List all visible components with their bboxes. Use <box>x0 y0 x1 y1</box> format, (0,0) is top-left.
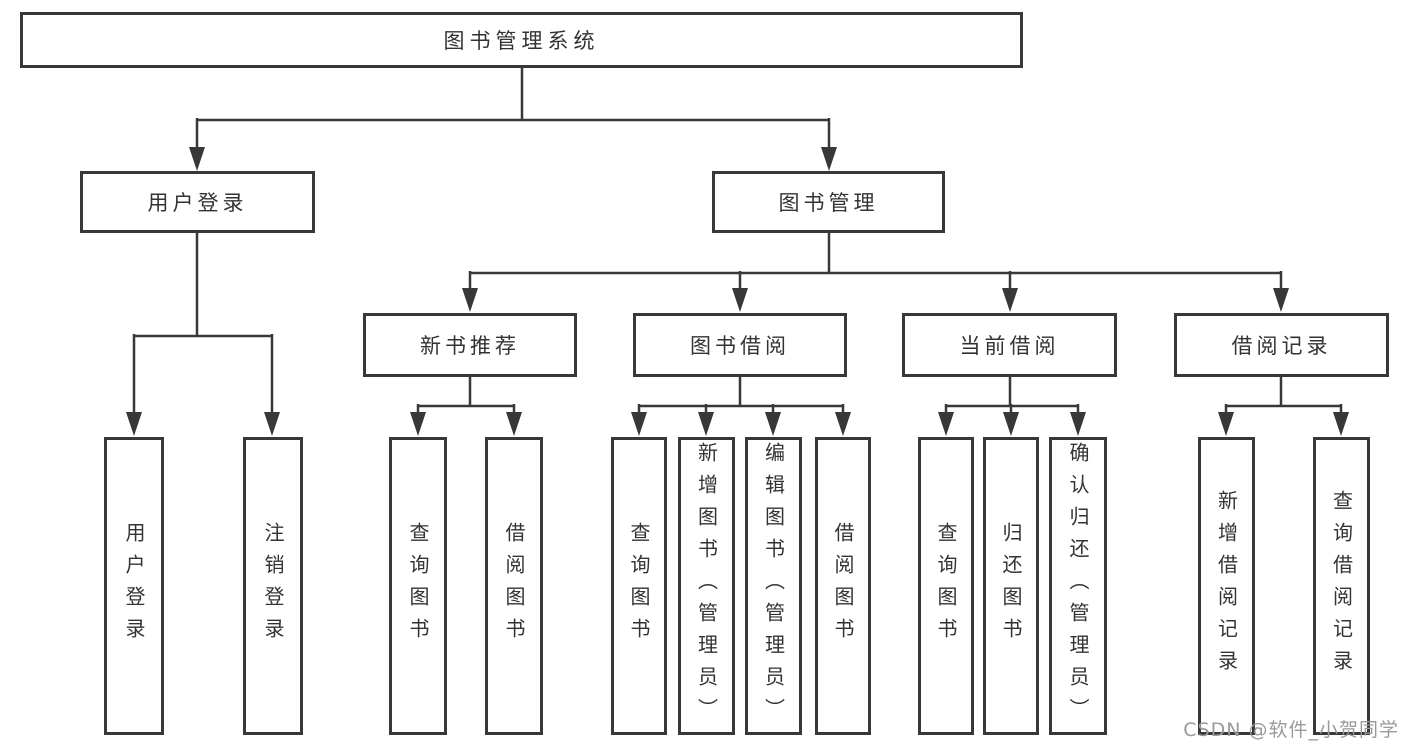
node-label: 借阅图书 <box>831 522 855 650</box>
node-label: 新书推荐 <box>420 334 520 358</box>
leaf-query-books-recommend: 查询图书 <box>389 437 447 735</box>
leaf-query-books-current: 查询图书 <box>918 437 974 735</box>
node-label: 查询图书 <box>627 522 651 650</box>
leaf-add-borrow-record: 新增借阅记录 <box>1198 437 1255 735</box>
leaf-logout-login: 注销登录 <box>243 437 303 735</box>
node-label: 归还图书 <box>999 522 1023 650</box>
connector-paths <box>132 68 1343 412</box>
node-book-management: 图书管理 <box>712 171 945 233</box>
node-label: 图书管理 <box>778 191 879 215</box>
leaf-query-borrow-record: 查询借阅记录 <box>1313 437 1370 735</box>
node-label: 查询图书 <box>934 522 958 650</box>
leaf-borrow-books-recommend: 借阅图书 <box>485 437 543 735</box>
connector-arrowheads <box>126 147 1349 436</box>
node-label: 用户登录 <box>122 522 146 650</box>
leaf-return-books: 归还图书 <box>983 437 1039 735</box>
node-current-borrowing: 当前借阅 <box>902 313 1117 377</box>
leaf-query-books-borrow: 查询图书 <box>611 437 667 735</box>
node-user-login: 用户登录 <box>80 171 315 233</box>
node-borrowing-records: 借阅记录 <box>1174 313 1389 377</box>
node-label: 图书借阅 <box>690 334 790 358</box>
leaf-confirm-return-admin: 确认归还（管理员） <box>1049 437 1107 735</box>
node-label: 借阅记录 <box>1231 334 1332 358</box>
node-label: 用户登录 <box>147 191 248 215</box>
leaf-edit-books-admin: 编辑图书（管理员） <box>745 437 802 735</box>
node-label: 查询图书 <box>406 522 430 650</box>
node-library-management-system: 图书管理系统 <box>20 12 1023 68</box>
node-label: 查询借阅记录 <box>1329 490 1354 682</box>
leaf-add-books-admin: 新增图书（管理员） <box>678 437 735 735</box>
watermark: CSDN @软件_小贺同学 <box>1183 719 1399 741</box>
node-label: 新增图书（管理员） <box>694 442 719 730</box>
node-label: 编辑图书（管理员） <box>761 442 786 730</box>
node-label: 图书管理系统 <box>443 29 600 53</box>
node-new-book-recommendation: 新书推荐 <box>363 313 577 377</box>
leaf-user-login: 用户登录 <box>104 437 164 735</box>
node-label: 确认归还（管理员） <box>1066 442 1090 730</box>
node-book-borrowing: 图书借阅 <box>633 313 847 377</box>
node-label: 新增借阅记录 <box>1214 490 1239 682</box>
node-label: 当前借阅 <box>959 334 1060 358</box>
leaf-borrow-books-borrow: 借阅图书 <box>815 437 871 735</box>
node-label: 借阅图书 <box>502 522 526 650</box>
node-label: 注销登录 <box>261 522 285 650</box>
